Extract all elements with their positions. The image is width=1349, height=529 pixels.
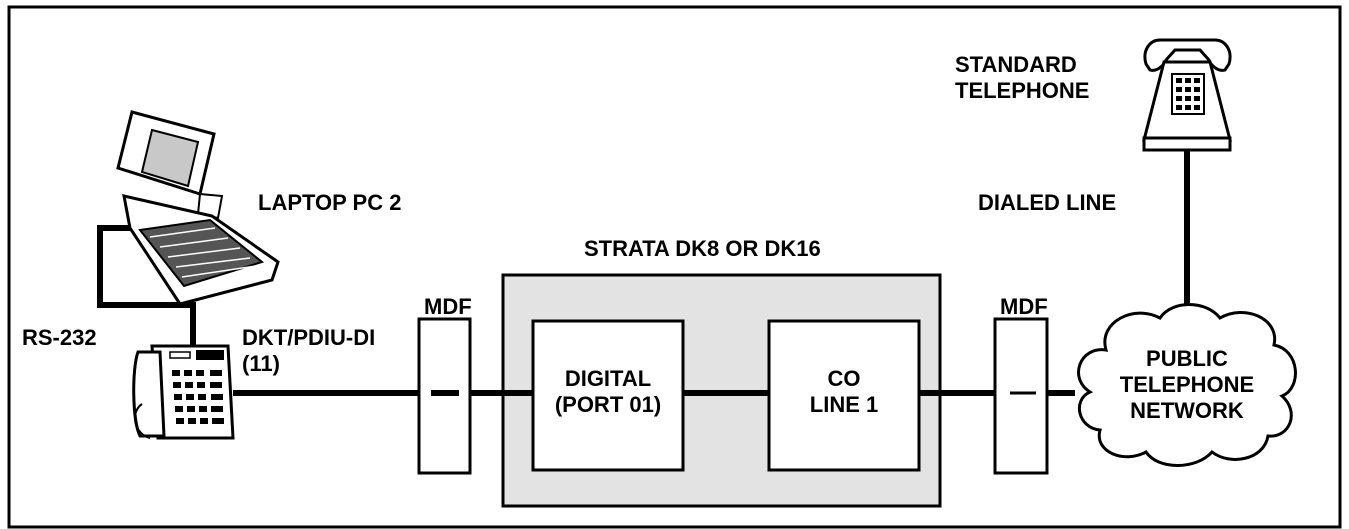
rs232-label: RS-232: [22, 325, 97, 351]
mdf-right-label: MDF: [1000, 294, 1048, 320]
laptop-pc-icon: [118, 112, 278, 304]
dkt-label: DKT/PDIU-DI (11): [242, 325, 375, 377]
standard-telephone-icon: [1144, 40, 1230, 150]
system-title: STRATA DK8 OR DK16: [584, 236, 821, 262]
mdf-right-box: [995, 319, 1047, 473]
laptop-label: LAPTOP PC 2: [258, 190, 401, 216]
co-line-label: CO LINE 1: [810, 366, 878, 418]
digital-port-label: DIGITAL (PORT 01): [555, 366, 661, 418]
mdf-left-label: MDF: [424, 294, 472, 320]
standard-telephone-label: STANDARD TELEPHONE: [955, 52, 1089, 104]
network-label: PUBLIC TELEPHONE NETWORK: [1120, 346, 1254, 424]
dialed-line-label: DIALED LINE: [978, 190, 1116, 216]
digital-telephone-icon: [134, 346, 233, 438]
